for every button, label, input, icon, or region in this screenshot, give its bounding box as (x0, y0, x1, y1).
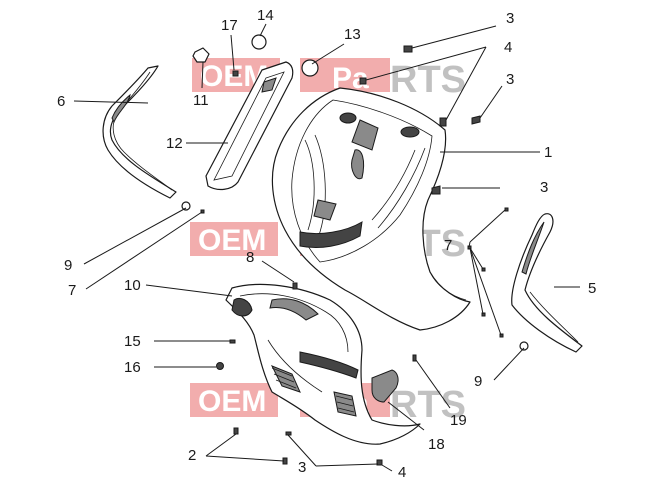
callout-14: 14 (257, 7, 274, 24)
clip-4c (376, 459, 383, 466)
grommet-9b (519, 341, 529, 351)
screw-19 (412, 354, 417, 362)
grommet-13 (301, 59, 319, 77)
clip-4b (359, 77, 367, 85)
watermark-rts-text: RTS (390, 59, 466, 101)
clip-17 (232, 70, 239, 77)
callout-9-right: 9 (474, 373, 482, 390)
callout-4-top: 4 (504, 39, 512, 56)
grommet-9a (181, 201, 191, 211)
clip-7-left (200, 209, 205, 214)
callout-8: 8 (246, 249, 254, 266)
callout-11: 11 (193, 92, 209, 109)
callout-9-left: 9 (64, 257, 72, 274)
callout-3-right: 3 (540, 179, 548, 196)
screw-16 (216, 362, 224, 370)
watermark-oem-text: OEM (198, 385, 266, 418)
callout-17: 17 (221, 17, 238, 34)
callout-19: 19 (450, 412, 467, 429)
grommet-14 (251, 34, 267, 50)
clips-7-right (467, 207, 509, 338)
callout-4-bottom: 4 (398, 464, 406, 481)
callout-7-left: 7 (68, 282, 76, 299)
callout-3-top: 3 (506, 10, 514, 27)
callout-7-right: 7 (444, 237, 452, 254)
screw-8 (292, 282, 298, 290)
part-right-side-trim (511, 213, 583, 353)
callout-1: 1 (544, 144, 552, 161)
vent-slots-right (333, 391, 357, 417)
part-inner-panel (225, 283, 421, 445)
part-center-cover-strip (205, 61, 294, 191)
callout-6: 6 (57, 93, 65, 110)
callout-3-bottom: 3 (298, 459, 306, 476)
callout-labels: 17 14 13 3 4 3 6 11 12 1 3 9 7 8 7 10 5 … (57, 7, 596, 481)
callout-2: 2 (188, 447, 196, 464)
leader-lines (73, 23, 580, 472)
callout-5: 5 (588, 280, 596, 297)
hardware (181, 34, 529, 466)
part-front-shield (271, 87, 471, 331)
callout-18: 18 (428, 436, 445, 453)
callout-10: 10 (124, 277, 141, 294)
watermark-oem-text: OEM (198, 224, 266, 257)
callout-16: 16 (124, 359, 141, 376)
watermark-red-block (190, 383, 278, 417)
watermark-small-text: BIKE (285, 232, 292, 248)
watermark-rts-text: RTS (390, 384, 466, 426)
screw-3b (471, 115, 481, 125)
callout-3-upper-right: 3 (506, 71, 514, 88)
clip-15 (229, 339, 236, 344)
watermark-red-block (190, 222, 278, 256)
callout-12: 12 (166, 135, 183, 152)
screw-3a (403, 45, 413, 53)
callout-15: 15 (124, 333, 141, 350)
part-left-side-trim (102, 65, 177, 199)
vent-slots-left (271, 367, 297, 389)
screw-2a (233, 427, 239, 435)
callout-13: 13 (344, 26, 361, 43)
screw-3d (285, 431, 292, 436)
part-small-cover (371, 369, 399, 403)
clip-4a (439, 117, 447, 127)
nut-11 (192, 47, 210, 63)
screw-3c (431, 185, 441, 195)
